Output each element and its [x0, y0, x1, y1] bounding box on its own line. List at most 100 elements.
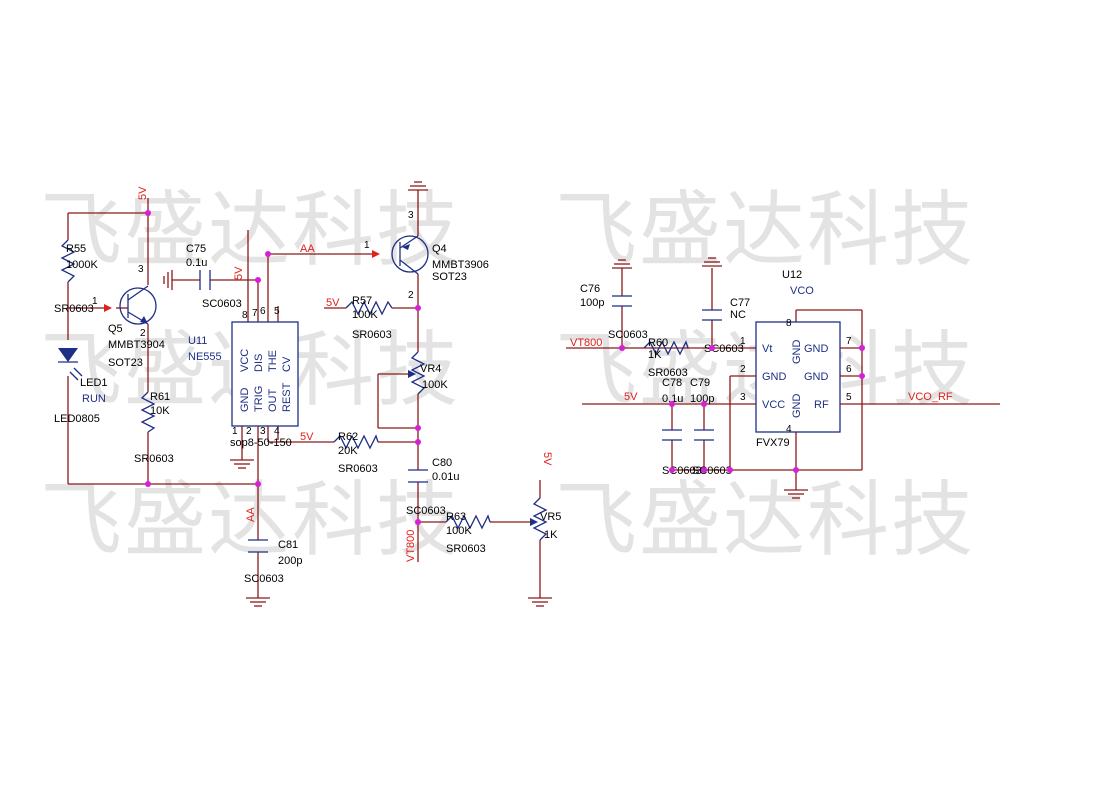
c79-value: 100p — [690, 393, 714, 405]
q4-value: MMBT3906 — [432, 259, 489, 271]
net-vt800-left: VT800 — [405, 530, 417, 562]
net-labels: 5V 5V AA 5V 5V AA VT800 5V VT800 5V VCO_… — [137, 186, 953, 562]
svg-text:6: 6 — [846, 364, 852, 375]
c76-footprint: SC0603 — [608, 329, 648, 341]
c76-value: 100p — [580, 297, 604, 309]
c78-ref: C78 — [662, 377, 682, 389]
c75-ref: C75 — [186, 243, 206, 255]
ground-icon — [702, 257, 722, 267]
svg-text:7: 7 — [252, 308, 258, 319]
svg-text:DIS: DIS — [253, 354, 265, 372]
vr5-value: 1K — [544, 529, 558, 541]
u12-value: VCO — [790, 285, 814, 297]
svg-text:GND: GND — [762, 371, 787, 383]
q4-ref: Q4 — [432, 243, 447, 255]
r61-value: 10K — [150, 405, 170, 417]
net-5v-top: 5V — [137, 186, 149, 200]
potentiometer-vr5: VR5 1K — [530, 497, 561, 541]
c77-ref: C77 — [730, 297, 750, 309]
svg-text:2: 2 — [246, 426, 252, 437]
r57-value: 100K — [352, 309, 378, 321]
r61-ref: R61 — [150, 391, 170, 403]
net-5v-u11: 5V — [233, 266, 245, 280]
svg-text:4: 4 — [786, 424, 792, 435]
resistor-r62: R62 20K SR0603 — [333, 431, 379, 475]
vr5-ref: VR5 — [540, 511, 561, 523]
svg-text:8: 8 — [242, 310, 248, 321]
r60-footprint: SR0603 — [648, 367, 688, 379]
svg-text:GND: GND — [791, 394, 803, 419]
ic-u11: VCC DIS THE CV GND TRIG OUT REST 8 7 6 5… — [188, 306, 299, 449]
svg-text:2: 2 — [140, 328, 146, 339]
svg-text:5: 5 — [846, 392, 852, 403]
c79-footprint: SC0603 — [692, 465, 732, 477]
svg-text:OUT: OUT — [267, 389, 279, 413]
r60-ref: R60 — [648, 337, 668, 349]
svg-text:GND: GND — [239, 388, 251, 413]
resistor-r55: R55 1000K SR0603 — [54, 239, 98, 315]
vr4-ref: VR4 — [420, 363, 441, 375]
svg-text:VCC: VCC — [239, 349, 251, 372]
svg-text:1: 1 — [364, 240, 370, 251]
led1-ref: LED1 — [80, 377, 108, 389]
svg-text:7: 7 — [846, 336, 852, 347]
svg-text:3: 3 — [260, 426, 266, 437]
svg-text:1: 1 — [232, 426, 238, 437]
u11-footprint: sop8-50-150 — [230, 437, 292, 449]
r61-footprint: SR0603 — [134, 453, 174, 465]
net-vco-rf: VCO_RF — [908, 391, 953, 403]
capacitor-c78: C78 0.1u SC0603 — [662, 377, 702, 477]
svg-text:1: 1 — [740, 336, 746, 347]
ground-icon — [163, 270, 173, 290]
led-led1: LED1 RUN LED0805 — [54, 348, 108, 425]
potentiometer-vr4: VR4 100K — [408, 351, 448, 395]
svg-text:4: 4 — [274, 426, 280, 437]
svg-text:THE: THE — [267, 350, 279, 372]
svg-text:REST: REST — [281, 382, 293, 412]
u12-part: FVX79 — [756, 437, 790, 449]
svg-text:VCC: VCC — [762, 399, 785, 411]
r63-ref: R63 — [446, 511, 466, 523]
c75-value: 0.1u — [186, 257, 207, 269]
led1-value: RUN — [82, 393, 106, 405]
svg-text:Vt: Vt — [762, 343, 772, 355]
capacitor-c75: C75 0.1u SC0603 — [186, 243, 242, 310]
resistor-r61: R61 10K SR0603 — [134, 391, 174, 465]
u12-ref: U12 — [782, 269, 802, 281]
svg-text:RF: RF — [814, 399, 829, 411]
r57-footprint: SR0603 — [352, 329, 392, 341]
u11-value: NE555 — [188, 351, 222, 363]
svg-text:2: 2 — [408, 290, 414, 301]
r63-value: 100K — [446, 525, 472, 537]
svg-text:8: 8 — [786, 318, 792, 329]
svg-text:飞盛达科技: 飞盛达科技 — [555, 183, 975, 278]
ground-icon — [612, 259, 632, 272]
vr4-value: 100K — [422, 379, 448, 391]
r62-ref: R62 — [338, 431, 358, 443]
net-aa-top: AA — [300, 243, 315, 255]
r55-value: 1000K — [66, 259, 98, 271]
resistor-r60: R60 1K SR0603 — [643, 337, 689, 379]
q5-ref: Q5 — [108, 323, 123, 335]
c79-ref: C79 — [690, 377, 710, 389]
net-aa-bottom: AA — [245, 507, 257, 522]
ground-icon — [527, 589, 553, 607]
r60-value: 1K — [648, 349, 662, 361]
r55-footprint: SR0603 — [54, 303, 94, 315]
ground-icon — [229, 451, 255, 469]
r62-footprint: SR0603 — [338, 463, 378, 475]
q5-value: MMBT3904 — [108, 339, 165, 351]
ground-icon — [245, 589, 271, 607]
net-5v-vr5: 5V — [541, 452, 553, 466]
c75-footprint: SC0603 — [202, 298, 242, 310]
svg-text:3: 3 — [138, 264, 144, 275]
net-vt800-right: VT800 — [570, 337, 602, 349]
c78-value: 0.1u — [662, 393, 683, 405]
c80-footprint: SC0603 — [406, 505, 446, 517]
svg-text:CV: CV — [281, 356, 293, 372]
capacitor-c76: C76 100p SC0603 — [580, 283, 648, 341]
junction-dots — [145, 210, 865, 525]
u11-ref: U11 — [188, 335, 207, 347]
svg-text:飞盛达科技: 飞盛达科技 — [40, 183, 460, 278]
svg-text:3: 3 — [740, 392, 746, 403]
